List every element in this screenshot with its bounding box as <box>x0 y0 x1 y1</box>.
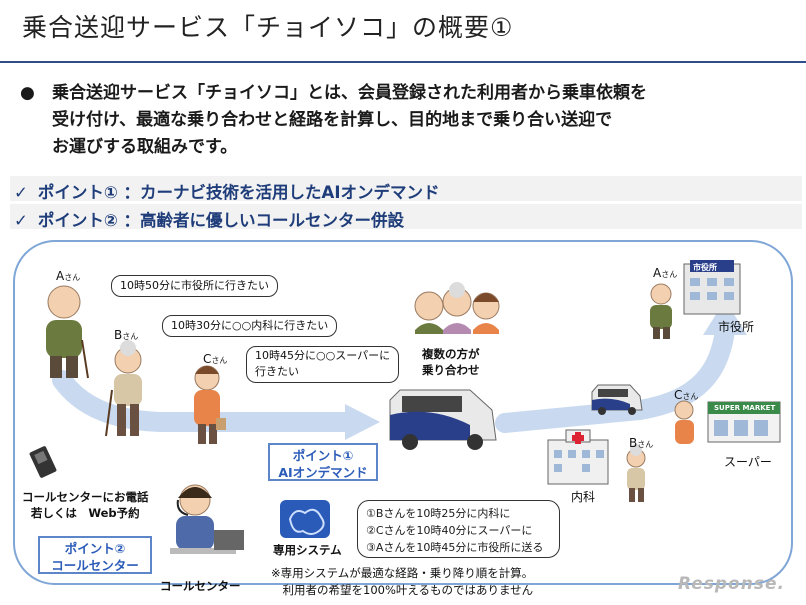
point-1-text: ポイント① ：カーナビ技術を活用したAIオンデマンド <box>37 183 440 202</box>
point-2-text: ポイント② ：高齢者に優しいコールセンター併設 <box>37 211 405 230</box>
point-2: ✓ ポイント② ：高齢者に優しいコールセンター併設 <box>14 207 404 231</box>
person-c-dest-illustration <box>674 400 694 444</box>
page-title: 乗合送迎サービス「チョイソコ」の概要① <box>22 13 514 42</box>
point2-box: ポイント② コールセンター <box>38 536 152 574</box>
request-c-line1: 10時45分に○○スーパーに <box>255 349 391 362</box>
person-a-illustration <box>46 285 89 379</box>
person-b-illustration <box>105 340 142 437</box>
footnote: ※専用システムが最適な経路・乗り降り順を計算。 利用者の希望を100%叶えるもの… <box>271 566 534 597</box>
clinic-label: 内科 <box>571 490 596 504</box>
brain-icon <box>280 500 330 538</box>
schedule-item: ①Bさんを10時25分に内科に <box>366 507 511 520</box>
schedule-item: ②Cさんを10時40分にスーパーに <box>366 524 533 537</box>
intro-line: 乗合送迎サービス「チョイソコ」とは、会員登録された利用者から乗車依頼を <box>52 83 647 103</box>
point1-box: ポイント① AIオンデマンド <box>268 443 378 481</box>
schedule-item: ③Aさんを10時45分に市役所に送る <box>366 541 544 554</box>
request-bubble-c: 10時45分に○○スーパーに 行きたい <box>246 346 400 383</box>
flow-arrow-right <box>495 300 747 433</box>
flow-arrow-left <box>52 370 380 440</box>
person-a-dest-label: Aさん <box>653 266 678 280</box>
watermark-logo: Response. <box>678 574 785 594</box>
schedule-box: ①Bさんを10時25分に内科に ②Cさんを10時40分にスーパーに ③Aさんを1… <box>357 500 560 558</box>
point-1: ✓ ポイント① ：カーナビ技術を活用したAIオンデマンド <box>14 179 439 203</box>
point-band <box>10 204 802 229</box>
call-center-request-label: コールセンターにお電話 若しくは Web予約 <box>22 490 149 520</box>
request-bubble-b: 10時30分に○○内科に行きたい <box>162 315 338 337</box>
person-b-dest-illustration <box>626 444 646 502</box>
diagram-frame <box>13 240 793 585</box>
clinic-illustration <box>547 429 609 485</box>
supermarket-illustration <box>707 401 781 443</box>
small-van-illustration <box>591 384 643 415</box>
title-divider <box>0 61 806 63</box>
system-label: 専用システム <box>273 543 342 557</box>
city-hall-label: 市役所 <box>718 320 755 334</box>
intro-line: 受け付け、最適な乗り合わせと経路を計算し、目的地まで乗り合い送迎で <box>52 110 613 130</box>
check-icon: ✓ <box>14 183 28 202</box>
person-b-label: Bさん <box>114 328 139 342</box>
person-b-dest-label: Bさん <box>629 436 654 450</box>
city-hall-sign: 市役所 <box>693 263 717 272</box>
check-icon: ✓ <box>14 211 28 230</box>
shared-riders-illustration <box>414 282 500 334</box>
person-a-label: Aさん <box>56 269 81 283</box>
request-c-line2: 行きたい <box>255 365 299 378</box>
intro-line: お運びする取組みです。 <box>52 137 238 157</box>
call-center-operator-illustration <box>170 484 244 554</box>
phone-icon <box>29 446 57 478</box>
van-illustration <box>389 389 497 450</box>
call-center-label: コールセンター <box>160 579 241 593</box>
point-band <box>10 176 802 201</box>
supermarket-label: スーパー <box>724 455 772 469</box>
shared-ride-label: 複数の方が 乗り合わせ <box>422 347 480 377</box>
person-c-label: Cさん <box>203 352 228 366</box>
intro-bullet: ● <box>20 83 35 103</box>
request-bubble-a: 10時50分に市役所に行きたい <box>111 275 278 297</box>
person-c-illustration <box>194 365 226 444</box>
city-hall-illustration <box>683 260 741 315</box>
supermarket-sign: SUPER MARKET <box>714 404 776 412</box>
person-a-dest-illustration <box>650 283 672 339</box>
person-c-dest-label: Cさん <box>674 388 699 402</box>
